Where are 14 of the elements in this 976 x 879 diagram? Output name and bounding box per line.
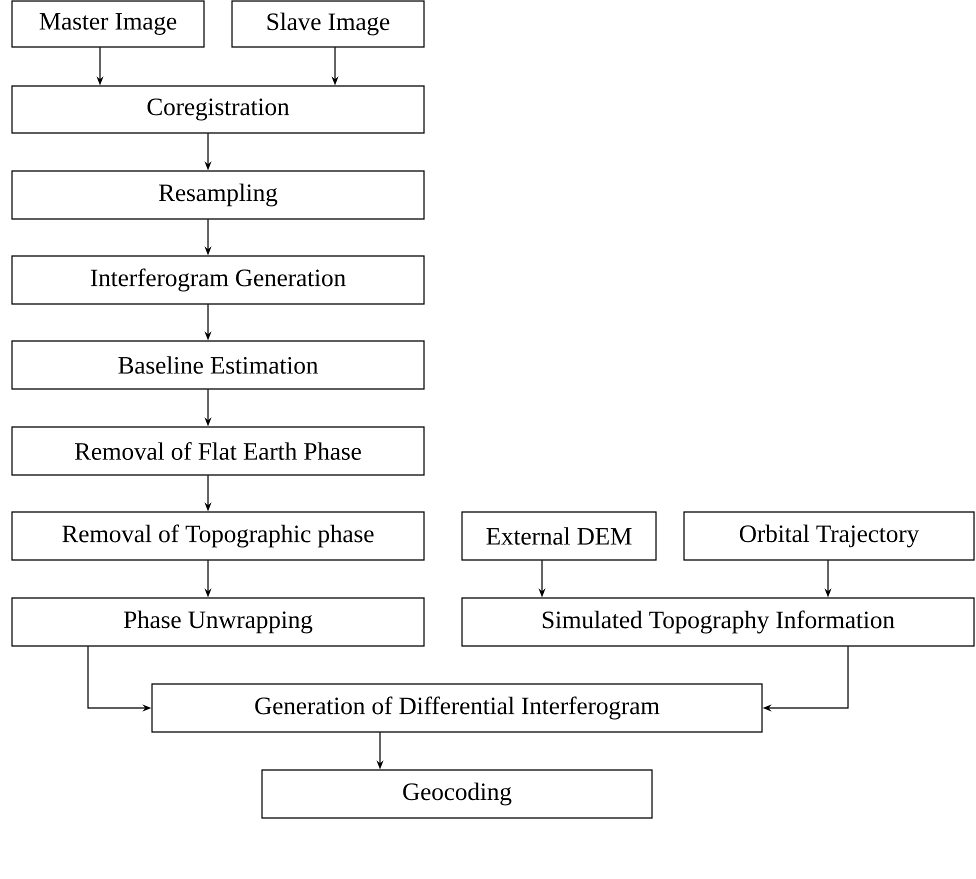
process-box: Generation of Differential Interferogram bbox=[151, 683, 763, 733]
process-box: Phase Unwrapping bbox=[11, 597, 425, 647]
process-box: Slave Image bbox=[231, 0, 425, 48]
process-box: Orbital Trajectory bbox=[683, 511, 975, 561]
process-box: Interferogram Generation bbox=[11, 255, 425, 305]
process-box: External DEM bbox=[461, 511, 657, 561]
process-box: Resampling bbox=[11, 170, 425, 220]
process-box: Simulated Topography Information bbox=[461, 597, 975, 647]
process-box: Removal of Flat Earth Phase bbox=[11, 426, 425, 476]
process-box: Baseline Estimation bbox=[11, 340, 425, 390]
process-box: Geocoding bbox=[261, 769, 653, 819]
process-box: Master Image bbox=[11, 0, 205, 48]
process-box: Coregistration bbox=[11, 85, 425, 134]
process-box: Removal of Topographic phase bbox=[11, 511, 425, 561]
